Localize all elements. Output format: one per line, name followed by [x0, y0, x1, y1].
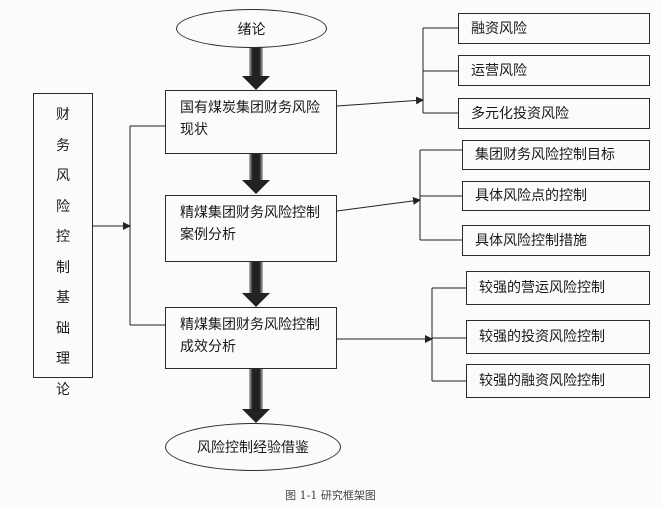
- flow-arrow-1: [242, 47, 270, 90]
- stage-3-box: 精煤集团财务风险控制成效分析: [165, 307, 337, 369]
- theory-char: 控: [56, 229, 70, 245]
- flow-arrow-2: [242, 154, 270, 194]
- stage-2-item-1: 集团财务风险控制目标: [462, 140, 650, 170]
- stage-3-item-1: 较强的营运风险控制: [466, 271, 650, 305]
- theory-char: 基: [56, 290, 70, 306]
- theory-char: 理: [56, 351, 70, 367]
- stage-3-label: 精煤集团财务风险控制成效分析: [180, 317, 320, 355]
- theory-char: 险: [56, 198, 70, 215]
- start-node: 绪论: [176, 9, 327, 48]
- stage-2-item-3-label: 具体风险控制措施: [475, 232, 587, 249]
- theory-char: 制: [56, 259, 70, 276]
- stage-2-connector: [336, 149, 462, 241]
- stage-1-item-1: 融资风险: [458, 13, 650, 44]
- theory-char: 论: [56, 381, 70, 398]
- theory-char: 务: [56, 137, 70, 154]
- theory-char: 风: [56, 168, 70, 184]
- stage-3-item-2: 较强的投资风险控制: [466, 320, 650, 354]
- start-node-label: 绪论: [237, 21, 266, 38]
- stage-2-item-2-label: 具体风险点的控制: [475, 188, 587, 204]
- stage-3-connector: [337, 287, 466, 382]
- end-node-label: 风险控制经验借鉴: [197, 440, 309, 456]
- stage-1-connector: [336, 27, 458, 114]
- theory-char: 财: [56, 107, 70, 123]
- stage-1-label: 国有煤炭集团财务风险现状: [180, 100, 320, 138]
- stage-1-item-2-label: 运营风险: [471, 62, 527, 79]
- figure-caption: 图 1-1 研究框架图: [285, 489, 376, 502]
- stage-3-item-1-label: 较强的营运风险控制: [479, 280, 605, 296]
- flow-arrow-3: [242, 262, 270, 307]
- stage-2-item-3: 具体风险控制措施: [462, 225, 650, 256]
- stage-2-box: 精煤集团财务风险控制案例分析: [165, 195, 337, 262]
- theory-bracket: [92, 125, 165, 326]
- stage-3-item-3: 较强的融资风险控制: [466, 364, 650, 398]
- stage-1-item-1-label: 融资风险: [471, 20, 527, 37]
- stage-2-item-1-label: 集团财务风险控制目标: [475, 147, 615, 163]
- stage-1-item-2: 运营风险: [458, 55, 650, 86]
- stage-3-item-3-label: 较强的融资风险控制: [479, 373, 605, 389]
- stage-3-item-2-label: 较强的投资风险控制: [479, 329, 605, 345]
- stage-2-item-2: 具体风险点的控制: [462, 181, 650, 211]
- stage-1-item-3-label: 多元化投资风险: [471, 105, 569, 122]
- stage-1-item-3: 多元化投资风险: [458, 98, 650, 129]
- stage-2-label: 精煤集团财务风险控制案例分析: [180, 205, 320, 243]
- theory-box: 财 务 风 险 控 制 基 础 理 论: [33, 93, 93, 398]
- theory-char: 础: [56, 320, 70, 337]
- stage-1-box: 国有煤炭集团财务风险现状: [165, 90, 337, 154]
- flow-arrow-4: [242, 369, 270, 423]
- end-node: 风险控制经验借鉴: [165, 423, 341, 471]
